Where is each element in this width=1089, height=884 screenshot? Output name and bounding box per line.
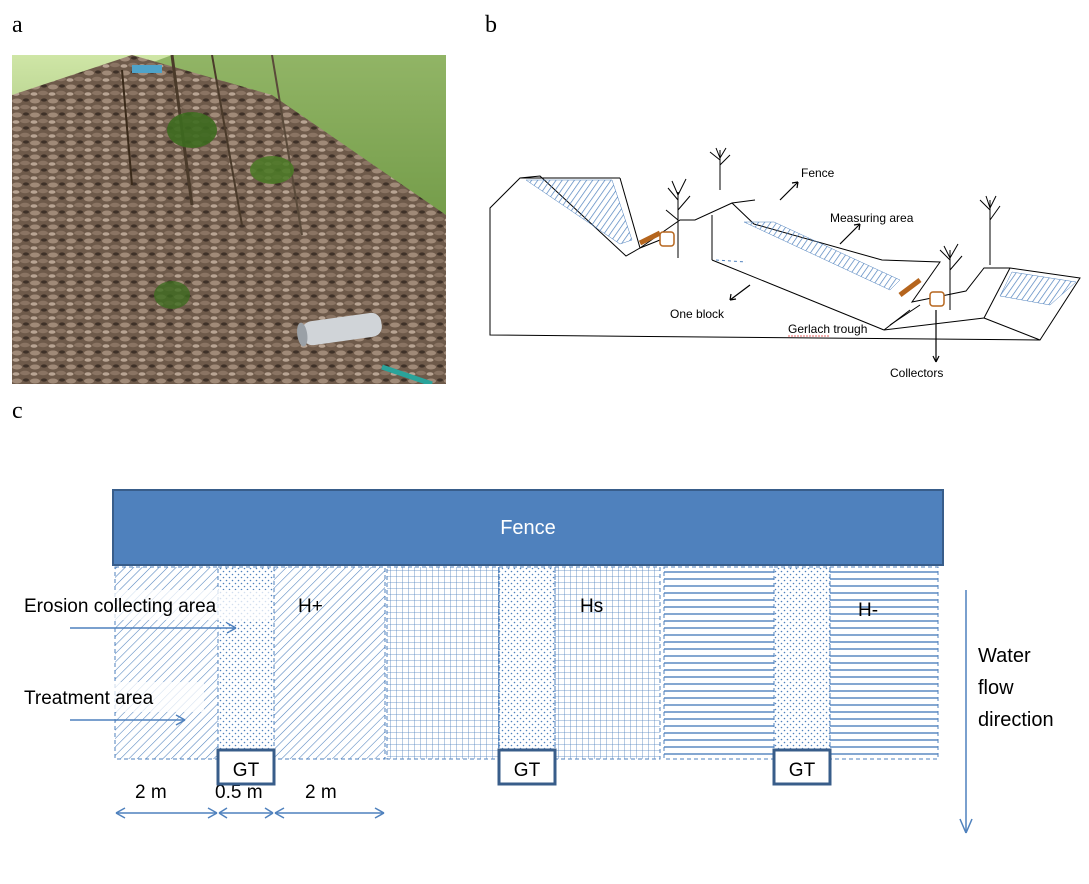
- label-fence: Fence: [801, 166, 835, 180]
- gt-label-2: GT: [514, 760, 541, 781]
- label-treatment-hs: Hs: [580, 596, 603, 617]
- field-photo-image: [12, 55, 446, 384]
- measuring-strip-2: [743, 221, 901, 291]
- dim-treatment-width-left: 2 m: [135, 782, 167, 803]
- treatment-area-hs-right: [554, 566, 661, 760]
- collector-1: [659, 231, 675, 247]
- label-measuring-area: Measuring area: [830, 211, 914, 225]
- dim-collecting-width: 0.5 m: [215, 782, 263, 803]
- gt-box-3: GT: [772, 748, 832, 786]
- plot-schematic: Fence Measuring area One block Gerlach t…: [480, 140, 1089, 390]
- treatment-area-hplus-right: [273, 566, 386, 760]
- gt-box-2: GT: [497, 748, 557, 786]
- collector-2: [929, 291, 945, 307]
- block-boundary: [715, 259, 747, 263]
- treatment-area-hs-left: [386, 566, 500, 760]
- label-erosion-collecting-area: Erosion collecting area: [24, 596, 217, 617]
- fence-label: Fence: [500, 517, 556, 539]
- dimension-arrows: [115, 807, 385, 819]
- label-collectors: Collectors: [890, 366, 943, 380]
- layout-diagram: Fence Erosion collecting area H+ Hs H- T…: [22, 489, 1054, 834]
- schematic-drawing: Fence Measuring area One block Gerlach t…: [489, 147, 1081, 380]
- label-treatment-hminus: H-: [858, 600, 878, 621]
- plot-layout: Fence Erosion collecting area H+ Hs H- T…: [0, 480, 1089, 879]
- label-gerlach-trough: Gerlach trough: [788, 322, 867, 336]
- measuring-strip-3: [999, 271, 1077, 306]
- label-treatment-hplus: H+: [298, 596, 323, 617]
- panel-letter-b: b: [485, 12, 497, 38]
- gt-box-1: GT: [216, 748, 276, 786]
- label-treatment-area: Treatment area: [24, 688, 154, 709]
- terrain-outline: [489, 175, 1081, 341]
- field-photo: [12, 55, 446, 384]
- gerlach-trough-2: [898, 278, 922, 297]
- dim-treatment-width-right: 2 m: [305, 782, 337, 803]
- label-water: Water: [978, 645, 1031, 667]
- panel-letter-c: c: [12, 398, 23, 424]
- treatment-area-hminus-right: [829, 566, 939, 760]
- measuring-strip-1: [525, 179, 633, 245]
- label-flow: flow: [978, 677, 1014, 699]
- panel-letter-a: a: [12, 12, 23, 38]
- trees: [665, 147, 1001, 310]
- gt-label-3: GT: [789, 760, 816, 781]
- collecting-area-hs: [498, 566, 556, 760]
- gerlach-trough-1: [638, 230, 662, 246]
- fence-bar: [112, 489, 944, 566]
- label-one-block: One block: [670, 307, 725, 321]
- gt-label-1: GT: [233, 760, 260, 781]
- label-direction: direction: [978, 709, 1054, 731]
- water-flow-arrow: [959, 590, 973, 834]
- collecting-area-hminus: [773, 566, 831, 760]
- label-arrows: [729, 181, 940, 363]
- pointer-arrows: [70, 622, 237, 726]
- treatment-area-hminus-left: [663, 566, 775, 760]
